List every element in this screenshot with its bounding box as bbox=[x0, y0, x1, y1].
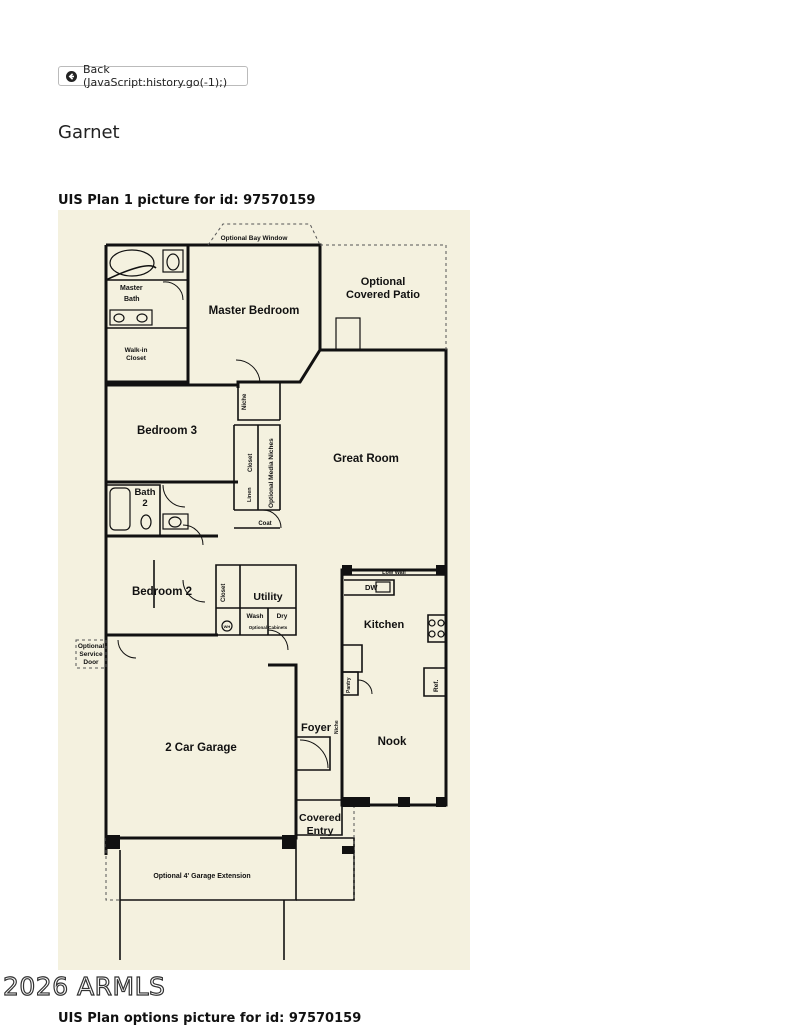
covered-patio-label-line2: Covered Patio bbox=[346, 289, 420, 301]
wash-label: Wash bbox=[246, 613, 263, 620]
great-room-label: Great Room bbox=[333, 453, 399, 465]
walk-in-closet-label-line2: Closet bbox=[126, 355, 147, 362]
optional-cabinets-label: Optional Cabinets bbox=[249, 625, 288, 630]
options-caption: UIS Plan options picture for id: 9757015… bbox=[58, 1011, 362, 1026]
linen-label: Linen bbox=[247, 487, 253, 502]
covered-entry-label-line2: Entry bbox=[307, 825, 334, 837]
dw-label: DW bbox=[365, 583, 378, 592]
covered-entry-label-line1: Covered bbox=[299, 812, 341, 824]
covered-patio-label-line1: Optional bbox=[361, 276, 406, 288]
master-bath-label-line2: Bath bbox=[124, 296, 140, 303]
media-niches-label: Optional Media Niches bbox=[268, 438, 275, 508]
back-button[interactable]: Back (JavaScript:history.go(-1);) bbox=[58, 63, 248, 89]
bedroom3-label: Bedroom 3 bbox=[137, 425, 197, 437]
kitchen-label: Kitchen bbox=[364, 619, 405, 631]
listing-title: Garnet bbox=[58, 122, 120, 143]
garage-label: 2 Car Garage bbox=[165, 742, 237, 754]
closet-label-lower: Closet bbox=[221, 584, 227, 602]
bay-window-label: Optional Bay Window bbox=[221, 235, 289, 242]
floor-plan-image: Optional Bay Window Master Bath Walk-in … bbox=[58, 210, 470, 970]
walk-in-closet-label-line1: Walk-in bbox=[125, 347, 148, 354]
closet-label-upper: Closet bbox=[248, 454, 254, 472]
niche-label-foyer: Niche bbox=[334, 720, 340, 734]
dry-label: Dry bbox=[277, 613, 288, 620]
master-bath-label-line1: Master bbox=[120, 285, 143, 292]
circle-arrow-left-icon bbox=[66, 70, 77, 82]
master-bedroom-label: Master Bedroom bbox=[209, 305, 300, 317]
nook-label: Nook bbox=[378, 736, 407, 748]
bath2-label-line1: Bath bbox=[134, 487, 155, 498]
utility-label: Utility bbox=[253, 591, 282, 603]
service-door-label-line1: Optional bbox=[78, 643, 105, 650]
ref-label: Ref. bbox=[433, 680, 440, 692]
garage-extension-label: Optional 4' Garage Extension bbox=[153, 873, 250, 880]
coat-label: Coat bbox=[258, 521, 271, 527]
watermark: 2026 ARMLS bbox=[2, 971, 166, 1001]
niche-label: Niche bbox=[242, 393, 248, 410]
service-door-label-line2: Service bbox=[79, 651, 103, 658]
pantry-label: Pantry bbox=[346, 677, 352, 693]
wh-label: WH bbox=[224, 624, 231, 629]
plan1-caption: UIS Plan 1 picture for id: 97570159 bbox=[58, 193, 316, 208]
bedroom2-label: Bedroom 2 bbox=[132, 586, 192, 598]
service-door-label-line3: Door bbox=[83, 659, 99, 666]
foyer-label: Foyer bbox=[301, 722, 332, 734]
back-button-label: Back (JavaScript:history.go(-1);) bbox=[83, 63, 228, 89]
bath2-label-line2: 2 bbox=[142, 498, 147, 509]
low-wall-label: Low Wall bbox=[382, 570, 406, 576]
